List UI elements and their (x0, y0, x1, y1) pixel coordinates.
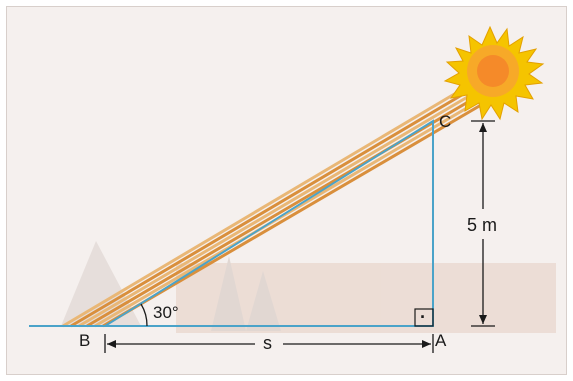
right-triangle (101, 119, 434, 327)
vertex-b-label: B (79, 331, 90, 350)
vertex-c-label: C (439, 112, 451, 131)
triangle-diagram: · 30° B A C s (29, 25, 556, 353)
right-angle-mark (414, 308, 434, 327)
vertex-a-label: A (435, 331, 447, 350)
height-dimension (471, 120, 495, 327)
sun-icon (443, 25, 545, 121)
base-label: s (263, 333, 272, 353)
base-dimension (104, 334, 434, 353)
right-angle-dot: · (420, 307, 426, 327)
angle-label: 30° (153, 303, 179, 322)
background-scene (61, 241, 556, 333)
illustration-frame: · 30° B A C s (6, 6, 567, 375)
height-label: 5 m (467, 215, 497, 235)
angle-arc (140, 303, 148, 327)
